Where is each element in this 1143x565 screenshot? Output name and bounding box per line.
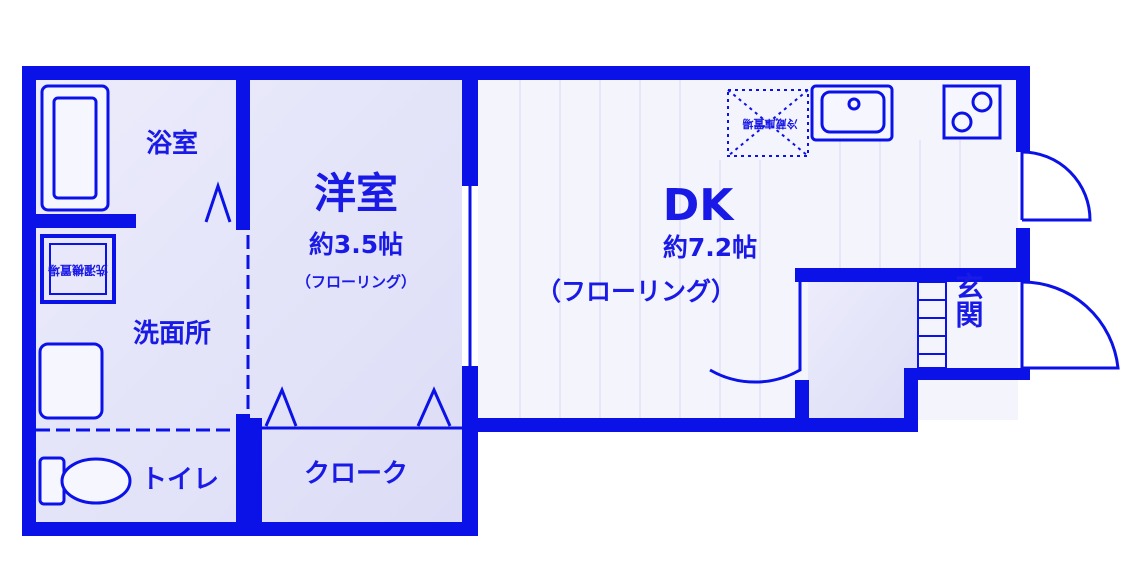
western-room-label: 洋室: [314, 169, 398, 218]
toilet-label: トイレ: [141, 465, 219, 495]
closet-door-right: [416, 386, 452, 427]
washer-space-label: 洗濯機置場: [48, 263, 108, 278]
fridge-space-label: 冷蔵庫置場: [743, 117, 798, 131]
entry-floor: [808, 282, 918, 422]
washroom-label: 洗面所: [133, 319, 211, 349]
toilet-icon: [38, 456, 132, 506]
entrance-shoe-box: [917, 281, 947, 369]
entry-door: [709, 282, 802, 384]
bathtub-icon: [40, 84, 110, 212]
bathroom-label: 浴室: [146, 128, 198, 159]
washbasin-icon: [38, 342, 104, 420]
western-room-floor: （フローリング）: [296, 273, 416, 291]
dk-label: DK: [663, 180, 736, 231]
sink-icon: [810, 84, 894, 142]
washing-machine-space: 洗濯機置場: [40, 234, 116, 304]
dk-size: 約7.2帖: [663, 233, 757, 262]
dk-floor-label: （フローリング）: [536, 277, 736, 306]
walls: [22, 66, 1030, 536]
entrance-door: [1020, 280, 1120, 370]
doors: [204, 150, 1120, 427]
dk-side-door: [1020, 150, 1092, 222]
western-room-size: 約3.5帖: [309, 230, 403, 259]
bath-door: [204, 181, 232, 223]
closet-label: クローク: [304, 459, 408, 489]
entrance-label: 玄関: [952, 271, 985, 328]
closet-door-left: [264, 386, 298, 427]
flooring-lines: [519, 80, 961, 420]
thin-partitions: [36, 186, 472, 432]
stove-icon: [942, 84, 1002, 140]
fridge-space: 冷蔵庫置場: [727, 89, 809, 157]
